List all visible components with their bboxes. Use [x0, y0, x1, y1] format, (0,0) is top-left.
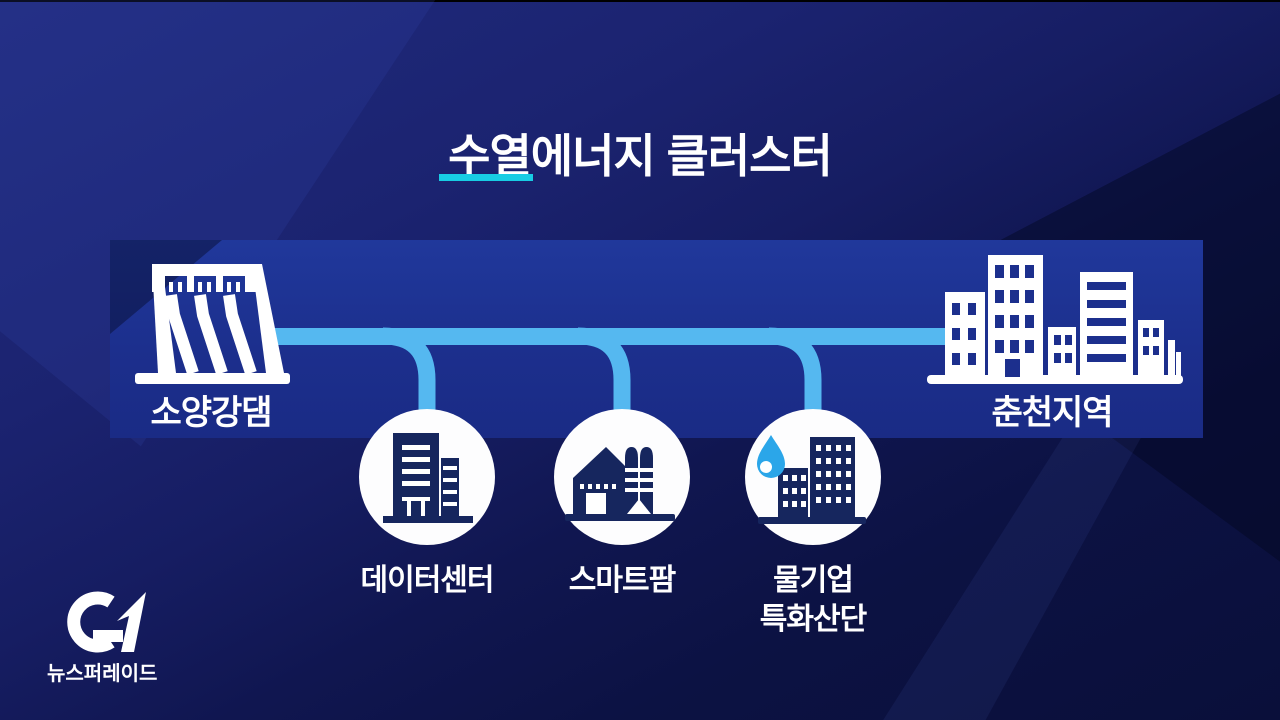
water-company-icon — [757, 435, 866, 524]
city-buildings-icon — [927, 255, 1183, 384]
top-letterbox-line — [0, 0, 1280, 2]
title-underline — [439, 174, 533, 181]
dam-icon — [135, 264, 290, 384]
page-title: 수열에너지 클러스터 — [448, 130, 833, 182]
node-label-water-company: 물기업 특화산단 — [759, 561, 867, 639]
node-label-water-company-line2: 특화산단 — [759, 603, 867, 636]
destination-label: 춘천지역 — [991, 394, 1113, 432]
node-label-data-center: 데이터센터 — [360, 564, 495, 597]
node-label-smart-farm: 스마트팜 — [568, 564, 676, 597]
branch-pipe-2 — [577, 327, 631, 416]
node-label-water-company-line1: 물기업 — [773, 564, 854, 597]
g1-logo — [67, 591, 146, 653]
water-drop-icon — [757, 435, 785, 478]
branch-pipe-1 — [382, 327, 436, 416]
program-title: 뉴스퍼레이드 — [47, 663, 158, 685]
data-center-icon — [383, 433, 473, 523]
smart-farm-icon — [565, 447, 675, 521]
source-label: 소양강댐 — [150, 394, 272, 432]
branch-pipe-3 — [768, 327, 822, 416]
